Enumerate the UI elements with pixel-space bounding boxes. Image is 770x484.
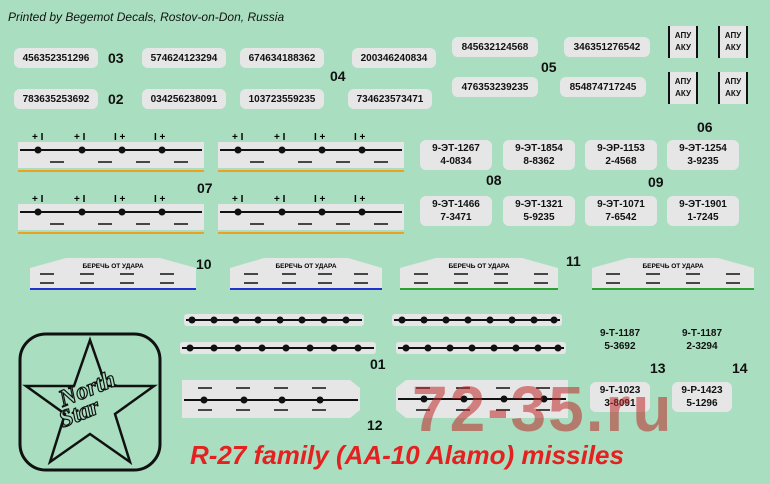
- stripe-label: + I: [232, 194, 244, 205]
- group-number: 13: [650, 360, 666, 376]
- fragile-label: БЕРЕЧЬ ОТ УДАРА: [448, 263, 509, 270]
- apu-text: АПУ: [724, 77, 742, 86]
- serial-plate: 574624123294: [142, 48, 226, 68]
- serial-plate: 103723559235: [240, 89, 324, 109]
- stripe-label: I +: [154, 132, 166, 143]
- stripe-label: I +: [154, 194, 166, 205]
- stripe-label: + I: [232, 132, 244, 143]
- stripe-decal-07: + I + I I + I +: [18, 194, 204, 234]
- serial-plate: 734623573471: [348, 89, 432, 109]
- aku-text: АКУ: [725, 43, 741, 52]
- north-star-logo: North Star: [18, 332, 162, 472]
- group-number: 07: [197, 180, 213, 196]
- stripe-label: + I: [74, 132, 86, 143]
- stripe-label: I +: [314, 132, 326, 143]
- group-number: 12: [367, 417, 383, 433]
- serial-plate: 476353239235: [452, 77, 538, 97]
- apu-aku-marking: АПУ АКУ: [718, 72, 748, 104]
- group-number: 01: [370, 356, 386, 372]
- stripe-label: I +: [114, 194, 126, 205]
- stripe-label: I +: [114, 132, 126, 143]
- serial-plate: 674634188362: [240, 48, 324, 68]
- sheet-caption: R-27 family (AA-10 Alamo) missiles: [190, 440, 624, 470]
- group-number: 03: [108, 50, 124, 66]
- apu-aku-marking: АПУ АКУ: [668, 26, 698, 58]
- stripe-decal-12: [396, 380, 568, 418]
- stripe-label: + I: [274, 194, 286, 205]
- group-number: 04: [330, 68, 346, 84]
- apu-text: АПУ: [674, 31, 692, 40]
- stripe-label: I +: [314, 194, 326, 205]
- serial-plate: 854874717245: [560, 77, 646, 97]
- fragile-panel-10: БЕРЕЧЬ ОТ УДАРА: [30, 258, 196, 290]
- serial-plate: 456352351296: [14, 48, 98, 68]
- aku-text: АКУ: [725, 89, 741, 98]
- stripe-label: I +: [354, 132, 366, 143]
- stripe-decal-07: + I + I I + I +: [218, 132, 404, 172]
- group-number: 08: [486, 172, 502, 188]
- serial-plate: 845632124568: [452, 37, 538, 57]
- fragile-label: БЕРЕЧЬ ОТ УДАРА: [275, 263, 336, 270]
- dotted-stripe-01: [180, 314, 376, 354]
- printer-credit: Printed by Begemot Decals, Rostov-on-Don…: [8, 10, 285, 24]
- fragile-panel-11: БЕРЕЧЬ ОТ УДАРА: [592, 258, 754, 290]
- aku-text: АКУ: [675, 89, 691, 98]
- apu-aku-marking: АПУ АКУ: [718, 26, 748, 58]
- fragile-label: БЕРЕЧЬ ОТ УДАРА: [82, 263, 143, 270]
- group-number: 10: [196, 256, 212, 272]
- aku-text: АКУ: [675, 43, 691, 52]
- stripe-label: I +: [354, 194, 366, 205]
- group-number: 02: [108, 91, 124, 107]
- apu-aku-marking: АПУ АКУ: [668, 72, 698, 104]
- stripe-label: + I: [32, 132, 44, 143]
- watermark: 72-35.ru: [412, 373, 674, 445]
- apu-text: АПУ: [674, 77, 692, 86]
- group-number: 05: [541, 59, 557, 75]
- group-number: 06: [697, 119, 713, 135]
- serial-plate: 783635253692: [14, 89, 98, 109]
- fragile-panel-10: БЕРЕЧЬ ОТ УДАРА: [230, 258, 382, 290]
- stripe-label: + I: [32, 194, 44, 205]
- stripe-decal-07: + I + I I + I +: [18, 132, 204, 172]
- stripe-label: + I: [74, 194, 86, 205]
- group-number: 09: [648, 174, 664, 190]
- group-number: 11: [566, 253, 581, 269]
- fragile-panel-11: БЕРЕЧЬ ОТ УДАРА: [400, 258, 558, 290]
- stripe-label: + I: [274, 132, 286, 143]
- serial-plate: 346351276542: [564, 37, 650, 57]
- dotted-stripe-01: [392, 314, 566, 354]
- apu-text: АПУ: [724, 31, 742, 40]
- serial-plate: 200346240834: [352, 48, 436, 68]
- serial-plate: 034256238091: [142, 89, 226, 109]
- stripe-decal-07: + I + I I + I +: [218, 194, 404, 234]
- group-number: 14: [732, 360, 748, 376]
- fragile-label: БЕРЕЧЬ ОТ УДАРА: [642, 263, 703, 270]
- stripe-decal-12: [182, 380, 360, 418]
